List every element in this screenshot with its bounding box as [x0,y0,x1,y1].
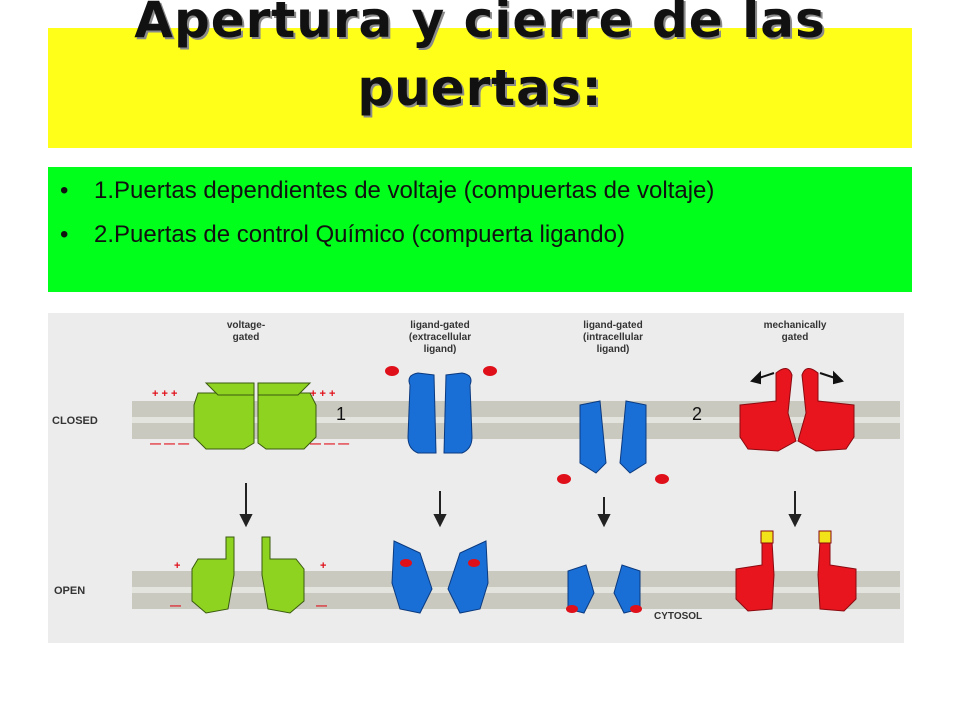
row-label-closed: CLOSED [52,415,98,427]
ligand-extracellular-open [391,540,489,614]
bullet-voltage-gates: 1.Puertas dependientes de voltaje (compu… [56,176,816,206]
open-tip-left [760,530,774,544]
charges-bottom-left: — — — [150,438,189,450]
ligand-extracellular-closed [385,366,497,454]
ligand-left [385,366,399,376]
marker-2: 2 [692,404,702,424]
title-band [48,28,912,148]
header-intracellular-line3: ligand) [597,344,630,355]
ligand-intra-left [557,474,571,484]
open-tip-right [818,530,832,544]
bound-ligand-right [468,559,480,567]
diagram-svg: voltage- gated ligand-gated (extracellul… [52,320,900,622]
ligand-intracellular-open [566,564,642,614]
charges-top-right: + + + [310,388,335,400]
header-mechanical-line1: mechanically [764,320,827,331]
header-extracellular-line3: ligand) [424,344,457,355]
bound-intra-left [566,605,578,613]
voltage-gate-closed [193,382,317,450]
charges-bottom-right: — — — [310,438,349,450]
transition-arrows [239,483,802,528]
header-voltage-line1: voltage- [227,320,265,331]
header-extracellular-line1: ligand-gated [410,320,469,331]
voltage-gate-open [191,536,305,614]
charge-plus-right: + [320,560,326,572]
ligand-intra-right [655,474,669,484]
charges-top-left: + + + [152,388,177,400]
bound-intra-right [630,605,642,613]
header-extracellular-line2: (extracellular [409,332,471,343]
cytosol-label: CYTOSOL [654,611,702,622]
charge-minus-right: — [316,600,327,612]
header-intracellular-line2: (intracellular [583,332,643,343]
tension-arrows [750,370,844,385]
header-mechanical-line2: gated [782,332,809,343]
mechanical-gate-open [735,530,857,612]
membrane-closed [132,401,900,439]
ligand-intracellular-closed [557,400,669,484]
charge-minus-left: — [170,600,181,612]
ligand-right [483,366,497,376]
slide-title: Apertura y cierre de las puertas: [134,0,826,117]
header-intracellular-line1: ligand-gated [583,320,642,331]
ion-channel-diagram: voltage- gated ligand-gated (extracellul… [48,313,904,643]
header-voltage-line2: gated [233,332,260,343]
bound-ligand-left [400,559,412,567]
bullet-list: 1.Puertas dependientes de voltaje (compu… [56,176,816,264]
bullet-chemical-gates: 2.Puertas de control Químico (compuerta … [56,220,816,250]
mechanical-gate-closed [739,368,855,452]
row-label-open: OPEN [54,585,85,597]
membrane-open [132,571,900,609]
marker-1: 1 [336,404,346,424]
charge-plus-left: + [174,560,180,572]
